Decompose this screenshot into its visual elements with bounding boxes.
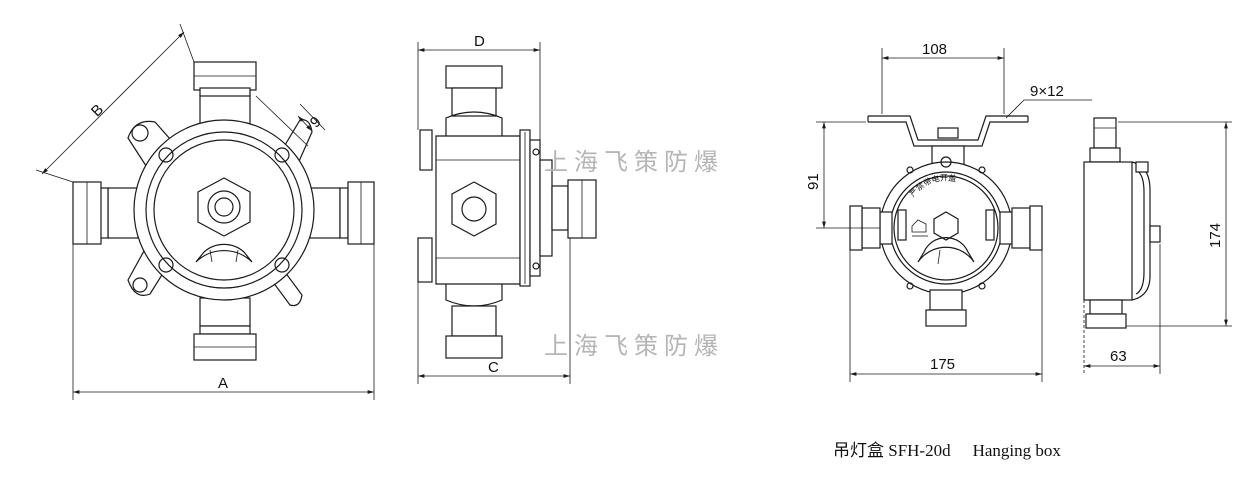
dim-175-label: 175 [930,356,955,373]
dim-174-label: 174 [1207,223,1224,248]
watermark-top: 上海飞策防爆 [544,148,724,176]
dim-108-label: 108 [922,41,947,58]
watermark-bottom: 上海飞策防爆 [544,332,724,360]
dim-c-label: C [488,359,499,376]
side-view: D C [417,33,597,384]
front-view: A B 9 [35,23,375,400]
hanging-front-view: 严禁带电开盖 108 9×12 91 175 [805,41,1092,382]
dim-91-label: 91 [805,173,822,190]
hanging-side-view: 174 63 [1083,117,1232,374]
dim-hole-size-label: 9×12 [1030,83,1064,100]
caption-model: SFH-20d [888,441,951,460]
dim-d-label: D [474,33,485,50]
caption-cn-name: 吊灯盒 [833,441,884,460]
dim-63-label: 63 [1110,348,1127,365]
figure-caption: 吊灯盒 SFH-20d Hanging box [833,436,1061,461]
caption-en-name: Hanging box [972,441,1061,460]
dim-b-label: B [88,101,107,120]
ex-logo-icon [911,219,928,237]
dim-a-label: A [218,375,228,392]
